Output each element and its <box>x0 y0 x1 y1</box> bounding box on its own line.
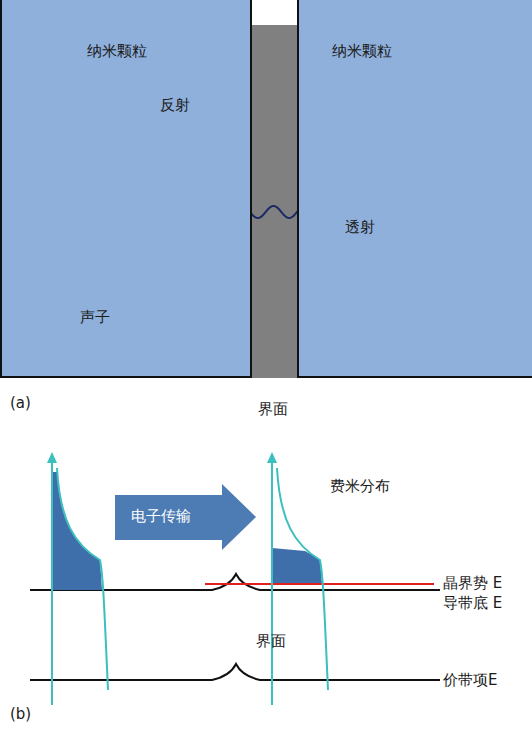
text-label: (a) <box>10 394 31 412</box>
axis <box>51 460 53 705</box>
text-label: 费米分布 <box>330 477 390 496</box>
block-arrow <box>115 484 256 550</box>
text-label: (b) <box>10 705 31 723</box>
text-label: 声子 <box>80 308 110 327</box>
text-label: 透射 <box>345 218 375 237</box>
text-label: 反射 <box>160 96 190 115</box>
valence-band <box>30 664 440 680</box>
interface-band <box>250 25 297 378</box>
text-label: 界面 <box>256 632 286 651</box>
nanoparticle-box: 纳米颗粒 <box>0 0 252 378</box>
nanoparticle-box: 纳米颗粒 <box>297 0 532 378</box>
fermi-curve <box>57 468 108 690</box>
barrier-line <box>205 583 434 585</box>
fermi-fill <box>272 548 322 583</box>
text-label: 价带项E <box>443 671 497 690</box>
text-label: 界面 <box>258 400 288 419</box>
text-label: 电子传输 <box>131 507 191 526</box>
text-label: 导带底 E <box>443 594 502 613</box>
fermi-curve <box>277 468 328 690</box>
axis <box>271 460 273 705</box>
axis-head <box>47 452 57 463</box>
node-label: 纳米颗粒 <box>87 42 147 61</box>
axis-head <box>267 452 277 463</box>
text-label: 晶界势 E <box>443 574 502 593</box>
node-label: 纳米颗粒 <box>332 42 392 61</box>
